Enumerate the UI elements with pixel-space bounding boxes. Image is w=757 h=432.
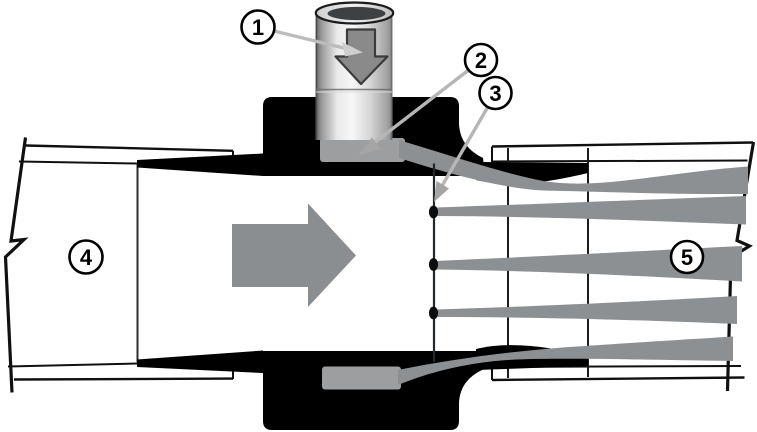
break-line-left xyxy=(3,137,29,393)
callout-5: 5 xyxy=(669,239,705,275)
down-arrow-icon xyxy=(334,28,389,86)
callout-4-number: 4 xyxy=(80,245,93,270)
spray-streams xyxy=(398,140,748,385)
callout-5-circle xyxy=(669,239,705,275)
spray-stream-middle xyxy=(436,246,742,282)
leader-arrowhead-2 xyxy=(358,137,381,155)
nozzle-orifice-top xyxy=(428,205,439,219)
callout-5-number: 5 xyxy=(681,245,693,270)
pipe-left-outer-top-line xyxy=(25,144,234,152)
callout-1-circle xyxy=(240,9,276,45)
nozzle-plate xyxy=(428,163,439,362)
spray-stream-upper xyxy=(436,196,746,225)
pipe-left-outer-bottom-line xyxy=(13,377,234,381)
pipe-left-inner-top-line xyxy=(18,160,138,165)
body-bottom-left-wedge xyxy=(137,350,263,373)
body-top-left-wedge xyxy=(137,153,263,176)
callout-2: 2 xyxy=(463,42,499,78)
spray-stream-lower xyxy=(436,296,737,324)
nozzle-orifice-bottom xyxy=(428,306,439,320)
leader-arrowhead-1 xyxy=(342,42,363,57)
nozzle-seat-insert-bottom xyxy=(322,366,401,390)
callout-2-circle xyxy=(463,42,499,78)
pipe-right-outer-bottom-line xyxy=(491,376,745,382)
cylinder-opening xyxy=(327,6,386,21)
callout-1: 1 xyxy=(240,9,276,45)
leader-arrowhead-3 xyxy=(434,181,449,202)
pipe-right-inner-top-line xyxy=(491,159,748,163)
callout-3: 3 xyxy=(478,75,513,111)
callout-2-number: 2 xyxy=(475,48,487,73)
callout-4-circle xyxy=(68,239,104,275)
callout-1-number: 1 xyxy=(252,15,264,40)
leader-line-1 xyxy=(273,29,351,52)
spray-stream-top xyxy=(399,140,748,195)
supply-pipe-left xyxy=(3,137,234,393)
right-arrow-icon xyxy=(232,203,356,307)
pipe-right-outer-top-line xyxy=(491,141,754,148)
callout-3-circle xyxy=(478,75,513,111)
pipe-left-inner-bottom-line xyxy=(7,362,138,368)
leader-line-3 xyxy=(440,106,489,187)
leader-lines xyxy=(273,29,489,202)
callout-4: 4 xyxy=(68,239,104,275)
spray-stream-bottom xyxy=(398,336,733,385)
callout-3-number: 3 xyxy=(489,81,501,106)
leader-line-2 xyxy=(372,69,470,145)
nozzle-orifice-middle xyxy=(428,258,439,271)
